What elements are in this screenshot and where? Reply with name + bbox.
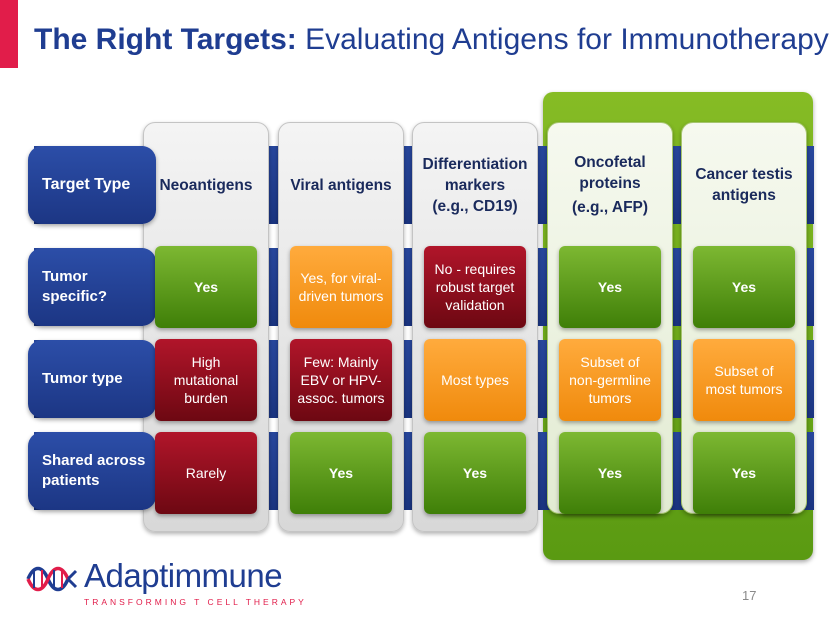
title-emphasis: The Right Targets: (34, 23, 297, 56)
page-number: 17 (742, 588, 757, 603)
cell-differentiation-tumor-specific: No - requires robust target validation (424, 246, 526, 328)
cell-viral-tumor-type: Few: Mainly EBV or HPV-assoc. tumors (290, 339, 392, 421)
column-header-text: Cancer testis antigens (695, 166, 793, 204)
cell-neoantigens-shared: Rarely (155, 432, 257, 514)
title-rest: Evaluating Antigens for Immunotherapy (296, 23, 829, 56)
column-header-text: Differentiation markers (422, 155, 528, 194)
cell-differentiation-tumor-type: Most types (424, 339, 526, 421)
column-header-viral-antigens: Viral antigens (278, 146, 404, 224)
column-header-cancer-testis-antigens: Cancer testis antigens (681, 146, 807, 224)
row-label-tumor-specific: Tumor specific? (28, 248, 156, 326)
cell-neoantigens-tumor-specific: Yes (155, 246, 257, 328)
column-header-subtext: (e.g., AFP) (571, 199, 649, 216)
row-label-tumor-type: Tumor type (28, 340, 156, 418)
cell-oncofetal-tumor-specific: Yes (559, 246, 661, 328)
row-label-shared-across-patients: Shared across patients (28, 432, 156, 510)
column-header-oncofetal-proteins: Oncofetal proteins (e.g., AFP) (547, 146, 673, 224)
cell-oncofetal-tumor-type: Subset of non-germline tumors (559, 339, 661, 421)
column-header-differentiation-markers: Differentiation markers (e.g., CD19) (412, 146, 538, 224)
cell-viral-shared: Yes (290, 432, 392, 514)
row-label-target-type: Target Type (28, 146, 156, 224)
slide-title: The Right Targets: Evaluating Antigens f… (34, 22, 829, 58)
logo-tagline: TRANSFORMING T CELL THERAPY (84, 597, 307, 607)
cell-cancer-testis-shared: Yes (693, 432, 795, 514)
title-accent-bar (0, 0, 18, 68)
column-header-subtext: (e.g., CD19) (432, 197, 518, 215)
column-header-text: Viral antigens (290, 176, 392, 194)
cell-oncofetal-shared: Yes (559, 432, 661, 514)
cell-differentiation-shared: Yes (424, 432, 526, 514)
logo-wordmark: Adaptimmune (84, 557, 283, 594)
adaptimmune-helix-icon (26, 566, 78, 592)
column-header-neoantigens: Neoantigens (143, 146, 269, 224)
company-logo: Adaptimmune TRANSFORMING T CELL THERAPY (24, 557, 324, 611)
cell-cancer-testis-tumor-specific: Yes (693, 246, 795, 328)
column-header-text: Neoantigens (159, 176, 253, 194)
cell-cancer-testis-tumor-type: Subset of most tumors (693, 339, 795, 421)
cell-neoantigens-tumor-type: High mutational burden (155, 339, 257, 421)
column-header-text: Oncofetal proteins (574, 154, 646, 192)
cell-viral-tumor-specific: Yes, for viral-driven tumors (290, 246, 392, 328)
